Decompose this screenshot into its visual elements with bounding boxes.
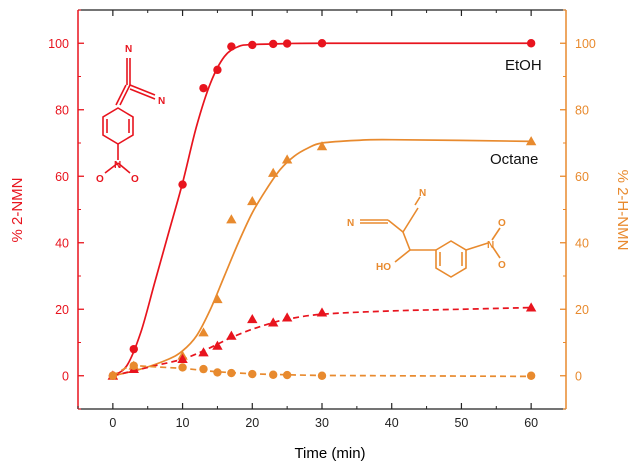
- x-tick-label: 20: [245, 416, 259, 430]
- y2-tick-label: 0: [575, 369, 582, 383]
- molecule-2-h-nmn-nitro-n: N: [487, 240, 494, 251]
- molecule-2-h-nmn-o1: O: [498, 218, 506, 229]
- y-axis-title: % 2-NMN: [9, 177, 26, 242]
- series-3-point: [129, 361, 138, 370]
- y2-tick-label: 80: [575, 103, 589, 117]
- series-2-point: [177, 353, 188, 364]
- series-2-point: [198, 347, 209, 357]
- molecule-2-nmn-o1: O: [96, 174, 104, 185]
- molecule-2-h-nmn-n2: N: [419, 188, 426, 199]
- x-tick-label: 0: [109, 416, 116, 430]
- molecule-2-nmn-o2: O: [131, 174, 139, 185]
- series-1-point: [212, 294, 223, 304]
- series-2-point: [226, 330, 237, 340]
- series-2-point: [247, 314, 258, 324]
- series-2-fit-line: [112, 306, 532, 377]
- axes-layer: 0 10 20 30 40 50 60 0 20 40 60 80 100 0 20 40 60 80 100: [48, 9, 596, 430]
- series-0-point: [269, 39, 278, 49]
- series-3-point: [248, 369, 257, 379]
- series-0-point: [199, 83, 208, 93]
- series-3-point: [178, 363, 187, 372]
- series-0-fit-line: [112, 42, 532, 377]
- series-0-point: [317, 39, 327, 48]
- series-1-point: [525, 136, 537, 146]
- series-3-point: [199, 364, 208, 374]
- series-3-point: [282, 370, 292, 380]
- y2-tick-label: 100: [575, 37, 596, 51]
- series-3-point: [227, 368, 236, 378]
- series-2-point: [212, 340, 223, 350]
- molecule-2-nmn-n1: N: [125, 44, 132, 55]
- annotation-etoh: EtOH: [505, 57, 542, 74]
- series-3-point: [213, 368, 222, 377]
- series-0-point: [178, 180, 187, 189]
- series-3-point: [526, 371, 536, 380]
- molecule-2-h-nmn-n1: N: [347, 218, 354, 229]
- y-tick-label: 20: [55, 303, 69, 317]
- series-2-point: [268, 317, 279, 327]
- series-0-point: [248, 40, 257, 50]
- series-0-point: [282, 39, 292, 48]
- molecule-2-nmn-nitro-n: N: [114, 160, 121, 171]
- annotation-octane: Octane: [490, 151, 538, 168]
- y-tick-label: 40: [55, 236, 69, 250]
- y-tick-label: 60: [55, 170, 69, 184]
- series-1-point: [247, 195, 258, 206]
- y-tick-label: 100: [48, 37, 69, 51]
- series-2-point: [281, 312, 293, 322]
- x-tick-label: 30: [315, 416, 329, 430]
- molecule-2-nmn: [102, 58, 156, 174]
- x-tick-label: 10: [176, 416, 190, 430]
- series-1-point: [268, 167, 279, 177]
- series-1-fit-line: [112, 138, 532, 377]
- series-3-point: [269, 370, 278, 379]
- x-tick-label: 50: [454, 416, 468, 430]
- y2-tick-label: 60: [575, 170, 589, 184]
- series-2-point: [316, 307, 328, 317]
- series-3-point: [108, 371, 118, 380]
- series-1-point: [316, 141, 328, 151]
- series-0-point: [227, 42, 236, 51]
- series-1-point: [198, 327, 209, 337]
- y-tick-label: 0: [62, 369, 69, 383]
- series-1-point: [281, 154, 293, 164]
- molecule-2-h-nmn: [360, 196, 501, 278]
- series-2-point: [525, 302, 537, 312]
- series-0-point: [213, 65, 222, 75]
- y2-axis-title: % 2-H-NMN: [614, 170, 631, 251]
- series-1-point: [226, 214, 237, 224]
- data-points-layer: [107, 39, 537, 380]
- x-tick-label: 60: [524, 416, 538, 430]
- y-tick-label: 80: [55, 103, 69, 117]
- x-tick-label: 40: [385, 416, 399, 430]
- fit-curves-layer: [112, 42, 532, 378]
- x-axis-title: Time (min): [294, 445, 365, 462]
- molecule-2-nmn-n2: N: [158, 96, 165, 107]
- molecule-2-h-nmn-o2: O: [498, 260, 506, 271]
- series-3-point: [317, 371, 327, 380]
- series-0-point: [526, 39, 536, 48]
- y2-tick-label: 40: [575, 236, 589, 250]
- series-0-point: [129, 344, 138, 354]
- y2-tick-label: 20: [575, 303, 589, 317]
- molecule-2-h-nmn-oh: HO: [376, 262, 391, 273]
